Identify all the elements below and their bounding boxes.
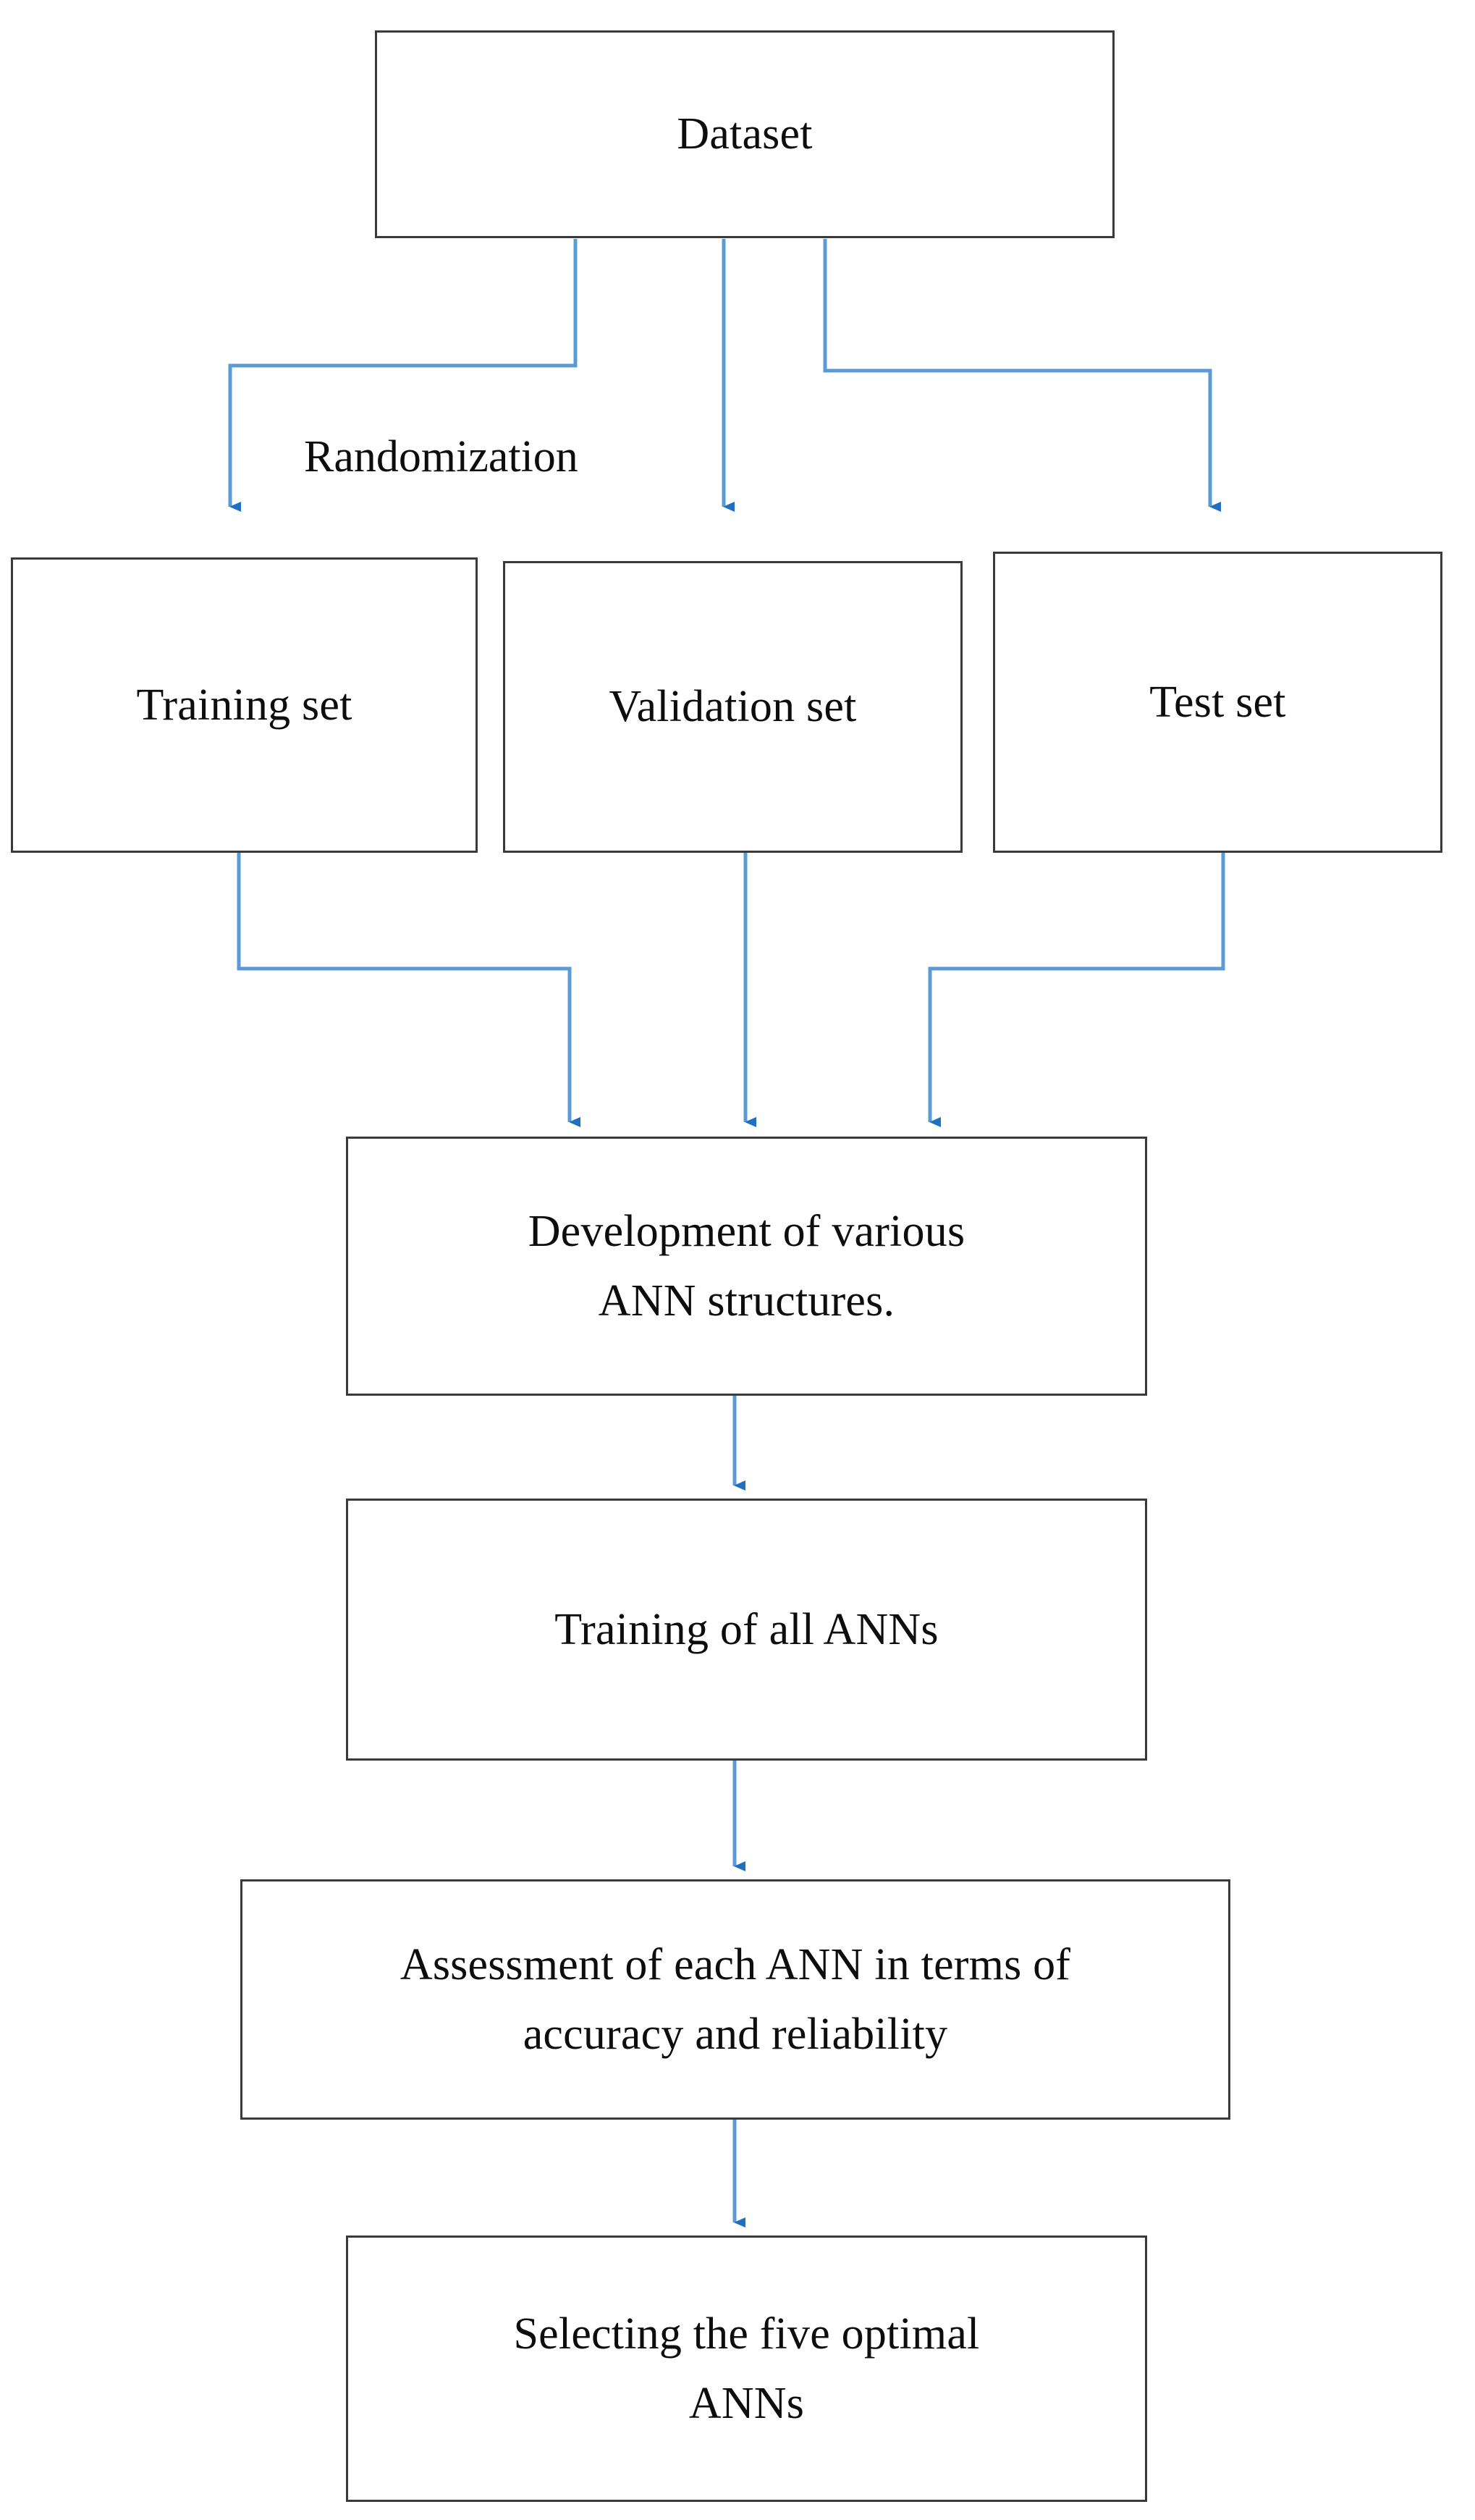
node-training-all-anns[interactable]: Training of all ANNs [346,1499,1147,1761]
node-validation-set[interactable]: Validation set [503,561,963,853]
node-test-set-label: Test set [1149,677,1286,727]
node-assessment[interactable]: Assessment of each ANN in terms of accur… [240,1879,1230,2120]
node-test-set[interactable]: Test set [993,552,1442,853]
node-selection-label: Selecting the five optimal ANNs [513,2309,980,2428]
edge-training-to-development [237,853,580,1127]
edge-test-to-development [928,853,1225,1127]
edge-dataset-to-test [823,239,1221,512]
node-training-all-anns-label: Training of all ANNs [554,1604,939,1654]
node-assessment-label: Assessment of each ANN in terms of accur… [400,1939,1071,2059]
node-training-set-label: Training set [136,680,352,730]
node-development[interactable]: Development of various ANN structures. [346,1137,1147,1396]
node-dataset[interactable]: Dataset [375,30,1115,238]
node-selection[interactable]: Selecting the five optimal ANNs [346,2235,1147,2502]
node-training-set[interactable]: Training set [11,557,478,853]
edge-label-randomization: Randomization [304,432,578,481]
node-validation-set-label: Validation set [609,682,857,732]
node-development-label: Development of various ANN structures. [528,1206,965,1326]
node-dataset-label: Dataset [677,109,813,159]
